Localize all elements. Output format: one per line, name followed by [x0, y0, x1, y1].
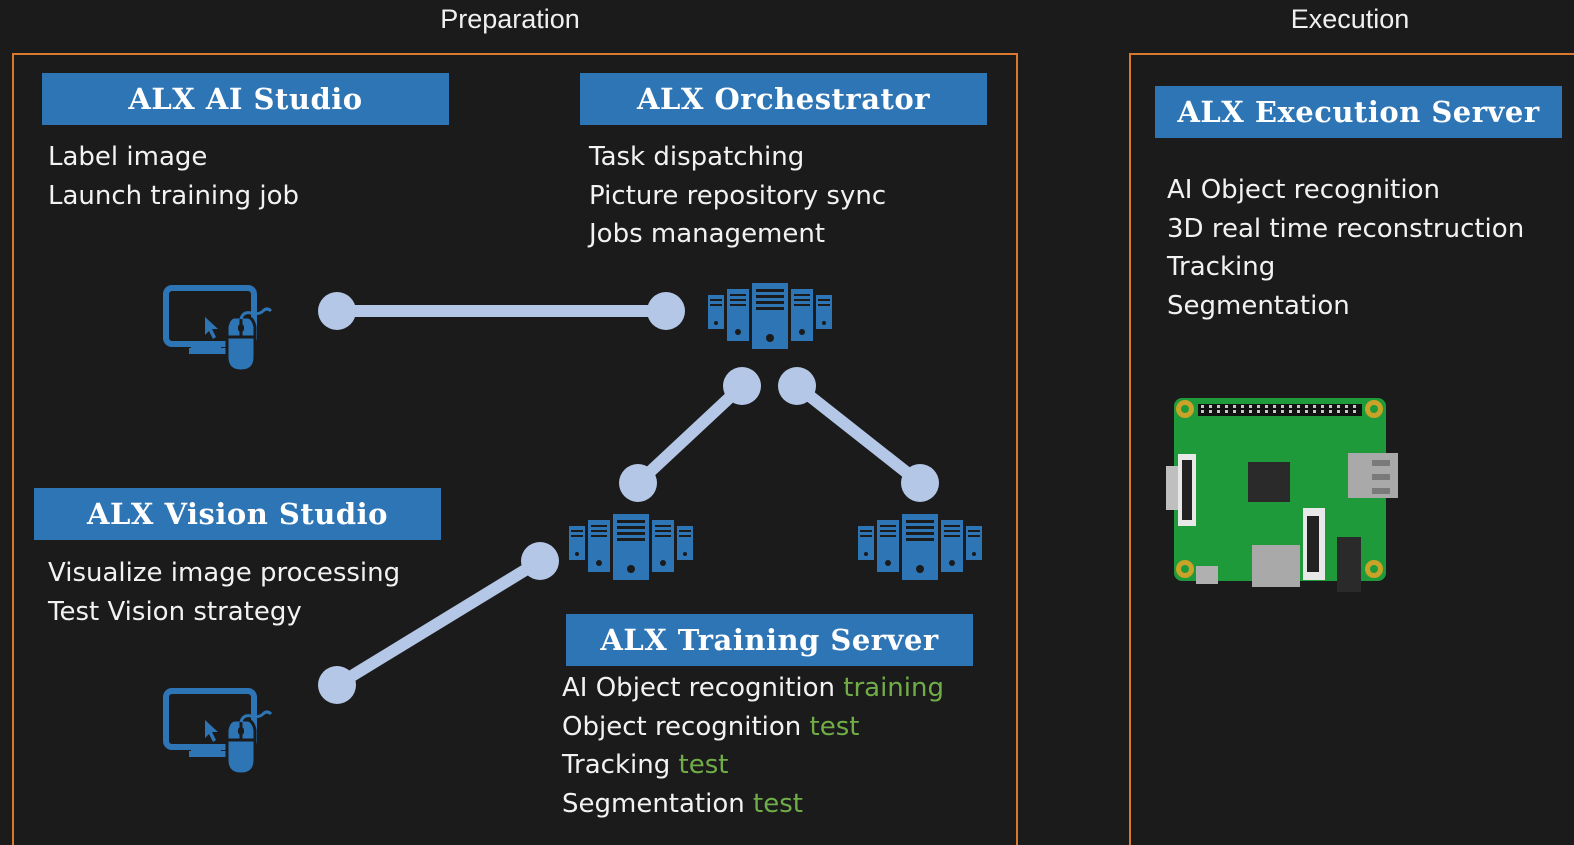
gpio-pin: [1329, 410, 1332, 413]
orchestrator-item: Jobs management: [589, 219, 826, 250]
gpio-pin: [1209, 410, 1212, 413]
gpio-pin: [1289, 405, 1292, 408]
gpio-pin: [1273, 405, 1276, 408]
training-item-highlight: test: [753, 788, 803, 819]
connector-orchestrator-training-right: [778, 367, 939, 502]
gpio-pin: [1225, 410, 1228, 413]
ai-studio-title: ALX AI Studio: [42, 73, 449, 125]
server-rack-icon: [708, 283, 832, 349]
gpio-pin: [1257, 410, 1260, 413]
gpio-pin: [1225, 405, 1228, 408]
gpio-pin: [1217, 405, 1220, 408]
training-server-item: Tracking test: [562, 746, 944, 785]
training-item-text: Object recognition: [562, 711, 802, 742]
execution-title: Execution: [1290, 4, 1410, 34]
execution-server-item: 3D real time reconstruction: [1167, 213, 1525, 244]
gpio-pin: [1265, 410, 1268, 413]
orchestrator-items: Task dispatching Picture repository sync…: [589, 138, 886, 254]
gpio-pin: [1353, 405, 1356, 408]
gpio-pin: [1273, 410, 1276, 413]
gpio-pin: [1313, 405, 1316, 408]
vision-studio-item: Visualize image processing: [48, 558, 401, 588]
gpio-pin: [1201, 405, 1204, 408]
orchestrator-item: Task dispatching: [589, 142, 805, 172]
gpio-pin: [1345, 405, 1348, 408]
gpio-pin: [1289, 410, 1292, 413]
gpio-pin: [1329, 405, 1332, 408]
training-server-item: Object recognition test: [562, 708, 944, 747]
ai-studio-item: Label image: [48, 142, 208, 172]
gpio-pin: [1297, 410, 1300, 413]
vision-studio-items: Visualize image processing Test Vision s…: [48, 554, 400, 631]
training-server-item: AI Object recognition training: [562, 669, 944, 708]
gpio-pin: [1233, 405, 1236, 408]
gpio-pin: [1297, 405, 1300, 408]
execution-server-title: ALX Execution Server: [1155, 86, 1562, 138]
preparation-title: Preparation: [440, 4, 580, 34]
training-item-highlight: test: [678, 750, 729, 781]
execution-server-items: AI Object recognition 3D real time recon…: [1167, 171, 1524, 325]
execution-frame: [1129, 53, 1574, 845]
gpio-pin: [1233, 410, 1236, 413]
execution-server-item: Segmentation: [1167, 290, 1350, 321]
training-server-title: ALX Training Server: [566, 614, 973, 666]
gpio-pin: [1337, 405, 1340, 408]
gpio-pin: [1305, 405, 1308, 408]
gpio-pin: [1241, 410, 1244, 413]
preparation-frame: [12, 53, 1018, 845]
vision-studio-item: Test Vision strategy: [48, 596, 302, 627]
orchestrator-title: ALX Orchestrator: [580, 73, 987, 125]
gpio-pin: [1321, 410, 1324, 413]
connector-orchestrator-training-left: [619, 367, 761, 502]
vision-studio-title: ALX Vision Studio: [34, 488, 441, 540]
gpio-pin: [1217, 410, 1220, 413]
gpio-pin: [1249, 405, 1252, 408]
gpio-pin: [1201, 410, 1204, 413]
gpio-pin: [1337, 410, 1340, 413]
gpio-pin: [1265, 405, 1268, 408]
gpio-pin: [1249, 410, 1252, 413]
ai-studio-item: Launch training job: [48, 180, 300, 211]
training-item-text: Segmentation: [562, 788, 745, 819]
gpio-pin: [1281, 405, 1284, 408]
gpio-pin: [1353, 410, 1356, 413]
training-server-items: AI Object recognition training Object re…: [562, 669, 944, 823]
training-server-item: Segmentation test: [562, 785, 944, 824]
training-item-text: AI Object recognition: [562, 673, 835, 703]
gpio-pin: [1257, 405, 1260, 408]
training-item-text: Tracking: [562, 750, 671, 781]
orchestrator-item: Picture repository sync: [589, 180, 887, 211]
gpio-pin: [1281, 410, 1284, 413]
ai-studio-items: Label image Launch training job: [48, 138, 299, 215]
gpio-pin: [1313, 410, 1316, 413]
gpio-pin: [1345, 410, 1348, 413]
gpio-pin: [1241, 405, 1244, 408]
training-item-highlight: test: [809, 711, 860, 742]
computer-mouse-icon: [166, 288, 271, 371]
gpio-pin: [1209, 405, 1212, 408]
execution-server-item: Tracking: [1167, 252, 1276, 283]
server-rack-icon: [569, 514, 693, 580]
gpio-pin: [1305, 410, 1308, 413]
single-board-computer-icon: [1166, 398, 1398, 592]
training-item-highlight: training: [843, 673, 944, 703]
connector-studio-orchestrator: [318, 292, 685, 330]
connector-vision-training: [318, 542, 559, 704]
computer-mouse-icon: [166, 691, 271, 774]
execution-server-item: AI Object recognition: [1167, 175, 1440, 205]
gpio-pin: [1321, 405, 1324, 408]
server-rack-icon: [858, 514, 982, 580]
